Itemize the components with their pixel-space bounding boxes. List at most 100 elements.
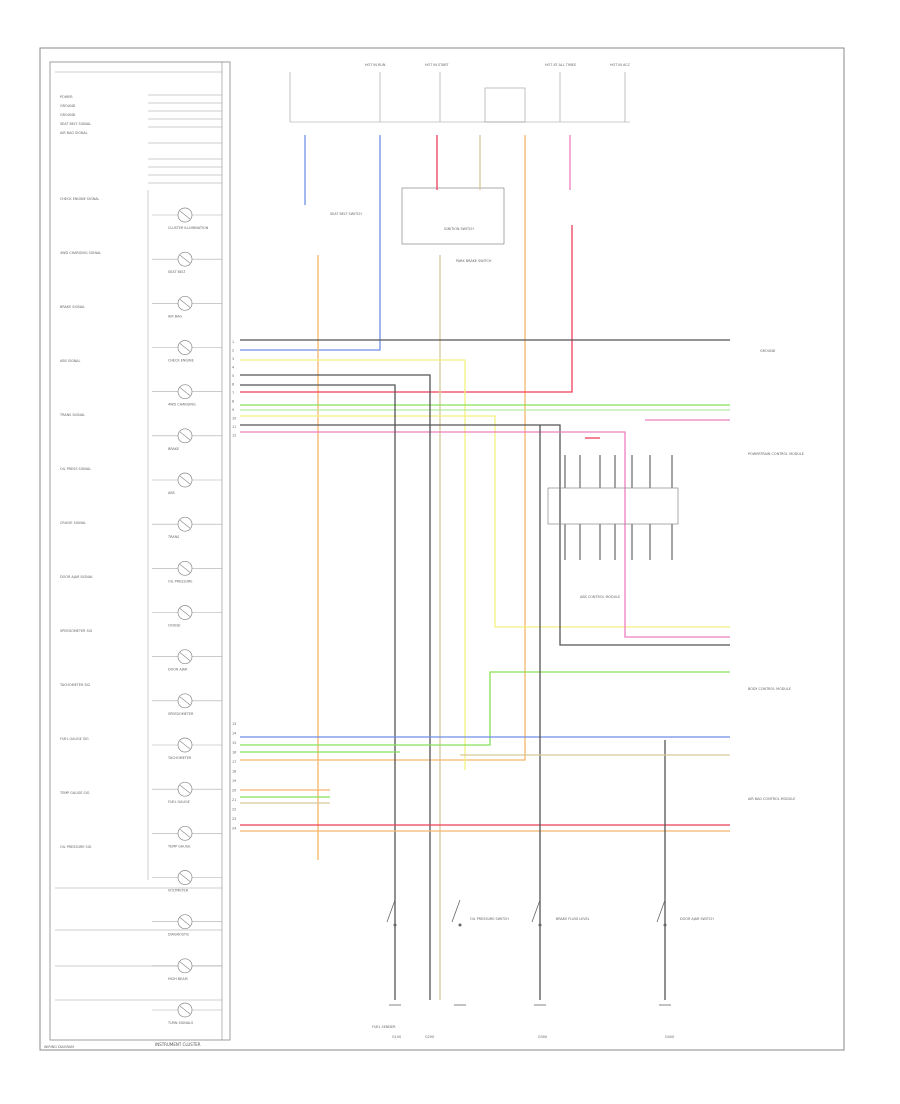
instrument-cluster-box: [49, 61, 231, 1041]
cluster-indicator-label: CRUISE: [168, 624, 181, 628]
wire: [240, 431, 730, 638]
connector-pin-label: 13: [232, 722, 236, 726]
connector-pin-label: 17: [232, 760, 236, 764]
cluster-left-label: BRAKE SIGNAL: [60, 305, 85, 309]
cluster-indicator: CRUISE: [152, 605, 222, 628]
wire: [240, 384, 396, 1000]
connector-pin-label: 9: [232, 408, 234, 412]
cluster-indicator-label: TEMP GAUGE: [167, 844, 190, 848]
wire: [240, 671, 730, 746]
cluster-left-label: AIR BAG SIGNAL: [60, 131, 88, 135]
connector-pin-label: 3: [232, 357, 234, 361]
cluster-indicator: FUEL GAUGE: [152, 781, 222, 804]
cluster-indicator: DOOR AJAR: [152, 649, 222, 672]
ignition-switch-box: [401, 187, 505, 245]
cluster-left-label: CHECK ENGINE SIGNAL: [60, 197, 99, 201]
ground-label: GROUND: [760, 349, 776, 353]
cluster-indicator: CHECK ENGINE: [152, 340, 222, 363]
cluster-indicator: CLUSTER ILLUMINATION: [152, 207, 222, 230]
cluster-indicator-label: 4WD CHARGING: [168, 403, 196, 407]
connector-pin-label: 10: [232, 417, 236, 421]
air-bag-module-label: AIR BAG CONTROL MODULE: [748, 797, 795, 801]
wire: [240, 374, 431, 1000]
cluster-left-label: TRANS SIGNAL: [59, 413, 85, 417]
connector-pin-label: 23: [232, 817, 236, 821]
connector-pin-label: 1: [232, 340, 234, 344]
connector-pin-label: 18: [232, 770, 236, 774]
cluster-top-bus: [55, 71, 222, 1001]
cluster-caption: INSTRUMENT CLUSTER: [155, 1042, 201, 1047]
ground-3-label: G300: [538, 1035, 547, 1039]
connector-pin-label: 21: [232, 798, 236, 802]
wire: [240, 135, 381, 351]
connector-pin-label: 5: [232, 374, 234, 378]
fuse-label: HOT IN START: [425, 63, 449, 67]
seat-belt-switch-label: SEAT BELT SWITCH: [330, 212, 362, 216]
wire: [240, 225, 573, 393]
cluster-indicator-label: TACHOMETER: [167, 756, 192, 760]
switch-symbol: [656, 899, 671, 1006]
cluster-indicator: DIAGNOSTIC: [152, 914, 222, 937]
cluster-indicator-label: BRAKE: [168, 447, 179, 451]
oil-switch-label: OIL PRESSURE SWITCH: [470, 917, 509, 921]
wire: [240, 190, 526, 761]
cluster-indicator-label: HIGH BEAM: [168, 977, 188, 981]
cluster-indicator: TRANS: [152, 516, 222, 539]
cluster-left-label: SEAT BELT SIGNAL: [60, 122, 91, 126]
cluster-left-label: 4WD CHARGING SIGNAL: [60, 251, 101, 255]
connector-pin-label: 8: [232, 400, 234, 404]
ignition-switch-label: IGNITION SWITCH: [444, 227, 474, 231]
connector-pin-label: 14: [232, 732, 236, 736]
cluster-indicator: AIR BAG: [152, 295, 222, 318]
cluster-left-label: OIL PRESS SIGNAL: [60, 467, 91, 471]
cluster-left-label: POWER: [60, 95, 73, 99]
switch-symbol: [451, 899, 466, 1006]
ground-2-label: G200: [425, 1035, 434, 1039]
connector-pin-label: 15: [232, 741, 236, 745]
cluster-left-label: OIL PRESSURE SIG: [60, 845, 92, 849]
connector-pin-label: 11: [232, 425, 236, 429]
cluster-indicator: 4WD CHARGING: [152, 384, 222, 407]
wire: [240, 415, 730, 628]
wire: [240, 424, 730, 646]
fuse-block: [289, 72, 630, 123]
cluster-left-label: ABS SIGNAL: [60, 359, 80, 363]
cluster-indicator: OIL PRESSURE: [152, 560, 222, 583]
cluster-indicator-label: CLUSTER ILLUMINATION: [168, 226, 209, 230]
abs-module-label: ABS CONTROL MODULE: [580, 595, 620, 599]
connector-pin-label: 12: [232, 434, 236, 438]
cluster-indicator: TEMP GAUGE: [152, 825, 222, 848]
connector-pin-label: 6: [232, 383, 234, 387]
cluster-indicator-label: DOOR AJAR: [168, 668, 188, 672]
cluster-left-label: TACHOMETER SIG: [59, 683, 91, 687]
abs-module-box: [547, 487, 679, 525]
cluster-left-label: DOOR AJAR SIGNAL: [60, 575, 93, 579]
bottom-switches: [386, 899, 671, 1006]
park-brake-switch-label: PARK BRAKE SWITCH: [456, 259, 492, 263]
connector-pin-label: 4: [232, 366, 234, 370]
cluster-left-label: SPEEDOMETER SIG: [60, 629, 93, 633]
connector-pin-label: 2: [232, 349, 234, 353]
connector-pin-label: 16: [232, 751, 236, 755]
connector-pin-label: 7: [232, 391, 234, 395]
wires: [240, 135, 730, 1000]
ground-4-label: G400: [665, 1035, 674, 1039]
ground-1-label: G100: [392, 1035, 401, 1039]
cluster-indicator-label: FUEL GAUGE: [168, 800, 190, 804]
cluster-indicator-label: CHECK ENGINE: [168, 359, 194, 363]
door-ajar-label: DOOR AJAR SWITCH: [680, 917, 714, 921]
cluster-indicator-label: SEAT BELT: [168, 270, 186, 274]
connector-pin-label: 19: [232, 779, 236, 783]
cluster-left-label: FUEL GAUGE SIG: [60, 737, 89, 741]
cluster-indicator-label: TURN SIGNALS: [167, 1021, 193, 1025]
cluster-left-label: CRUISE SIGNAL: [60, 521, 86, 525]
fuel-sender-label: FUEL SENDER: [372, 1025, 396, 1029]
footer-label: WIRING DIAGRAM: [44, 1045, 74, 1049]
cluster-indicator-label: AIR BAG: [168, 314, 182, 318]
brake-fluid-label: BRAKE FLUID LEVEL: [556, 917, 590, 921]
